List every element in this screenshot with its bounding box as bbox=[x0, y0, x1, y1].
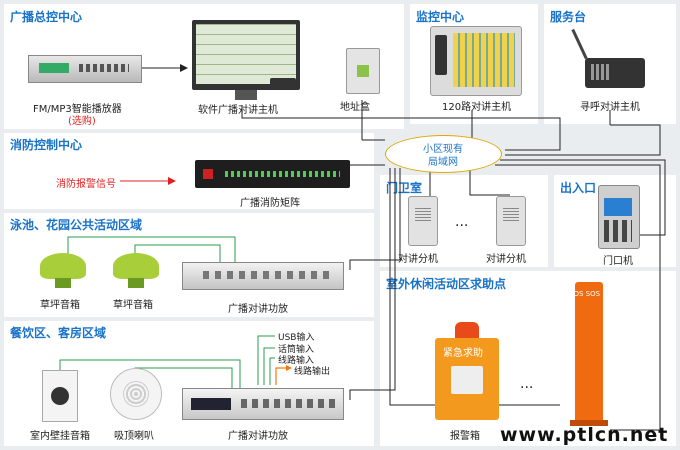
monitor-stand bbox=[235, 90, 257, 100]
lawn-speaker-1-label: 草坪音箱 bbox=[40, 300, 80, 311]
lawn-speaker-1-base bbox=[55, 278, 71, 288]
port-mic-input: 话筒输入 bbox=[278, 345, 315, 355]
microphone-device bbox=[270, 78, 296, 90]
alarm-box-device: 紧急求助 bbox=[435, 338, 499, 420]
host-120-device bbox=[430, 26, 522, 96]
lan-cloud bbox=[385, 135, 502, 173]
amp-dining-device bbox=[182, 388, 344, 420]
address-box-label: 地址盒 bbox=[340, 102, 370, 113]
sos-pillar-text: SOS SOS bbox=[569, 290, 601, 298]
lan-cloud-line1: 小区现有 bbox=[423, 144, 463, 155]
section-title-pool-garden: 泳池、花园公共活动区域 bbox=[10, 218, 143, 232]
sos-pillar-base bbox=[570, 420, 608, 426]
fm-player-label: FM/MP3智能播放器 bbox=[33, 104, 122, 115]
amp-pool-device bbox=[182, 262, 344, 290]
sos-pillar-device: SOS SOS bbox=[569, 282, 603, 422]
port-line-output: 线路输出 bbox=[294, 367, 331, 377]
lawn-speaker-2-label: 草坪音箱 bbox=[113, 300, 153, 311]
fm-player-device bbox=[28, 55, 142, 83]
section-title-fire-control: 消防控制中心 bbox=[10, 138, 83, 152]
alarm-box-label: 报警箱 bbox=[450, 431, 480, 442]
software-host-monitor bbox=[192, 20, 300, 90]
section-title-broadcast-center: 广播总控中心 bbox=[10, 10, 83, 24]
wall-speaker-device bbox=[42, 370, 78, 422]
alarm-box-light bbox=[455, 322, 479, 338]
intercom-ext-1-device bbox=[408, 196, 438, 246]
paging-host-label: 寻呼对讲主机 bbox=[580, 102, 640, 113]
lawn-speaker-2-base bbox=[128, 278, 144, 288]
ceiling-speaker-label: 吸顶喇叭 bbox=[114, 431, 154, 442]
amp-pool-label: 广播对讲功放 bbox=[228, 304, 288, 315]
port-line-input: 线路输入 bbox=[278, 356, 315, 366]
ellipsis-outdoor: ··· bbox=[520, 380, 534, 396]
paging-host-device bbox=[585, 58, 645, 88]
section-title-monitor-center: 监控中心 bbox=[416, 10, 465, 24]
lan-cloud-line2: 局域网 bbox=[428, 157, 458, 168]
fm-player-note: (选购) bbox=[68, 116, 96, 127]
lawn-speaker-2-device bbox=[113, 253, 159, 279]
port-usb-input: USB输入 bbox=[278, 333, 315, 343]
alarm-box-help-text: 紧急求助 bbox=[443, 348, 483, 359]
door-unit-device bbox=[598, 185, 640, 249]
door-unit-label: 门口机 bbox=[603, 256, 633, 267]
software-host-label: 软件广播对讲主机 bbox=[198, 105, 278, 116]
panel-outdoor-help bbox=[380, 271, 676, 446]
section-title-dining-room: 餐饮区、客房区域 bbox=[10, 326, 107, 340]
ceiling-speaker-device bbox=[110, 368, 162, 420]
ellipsis-guard: ··· bbox=[455, 218, 469, 234]
host-120-label: 120路对讲主机 bbox=[442, 102, 512, 113]
intercom-ext-1-label: 对讲分机 bbox=[398, 254, 438, 265]
section-title-entrance: 出入口 bbox=[560, 181, 597, 195]
section-title-outdoor-help: 室外休闲活动区求助点 bbox=[386, 277, 507, 291]
intercom-ext-2-device bbox=[496, 196, 526, 246]
fire-matrix-device bbox=[195, 160, 350, 188]
wall-speaker-label: 室内壁挂音箱 bbox=[30, 431, 90, 442]
amp-dining-label: 广播对讲功放 bbox=[228, 431, 288, 442]
fire-matrix-label: 广播消防矩阵 bbox=[240, 198, 300, 209]
address-box-device bbox=[346, 48, 380, 94]
intercom-ext-2-label: 对讲分机 bbox=[486, 254, 526, 265]
fire-signal-label: 消防报警信号 bbox=[56, 179, 116, 190]
watermark: www.ptlcn.net bbox=[500, 424, 669, 446]
lawn-speaker-1-device bbox=[40, 253, 86, 279]
section-title-service-desk: 服务台 bbox=[550, 10, 587, 24]
